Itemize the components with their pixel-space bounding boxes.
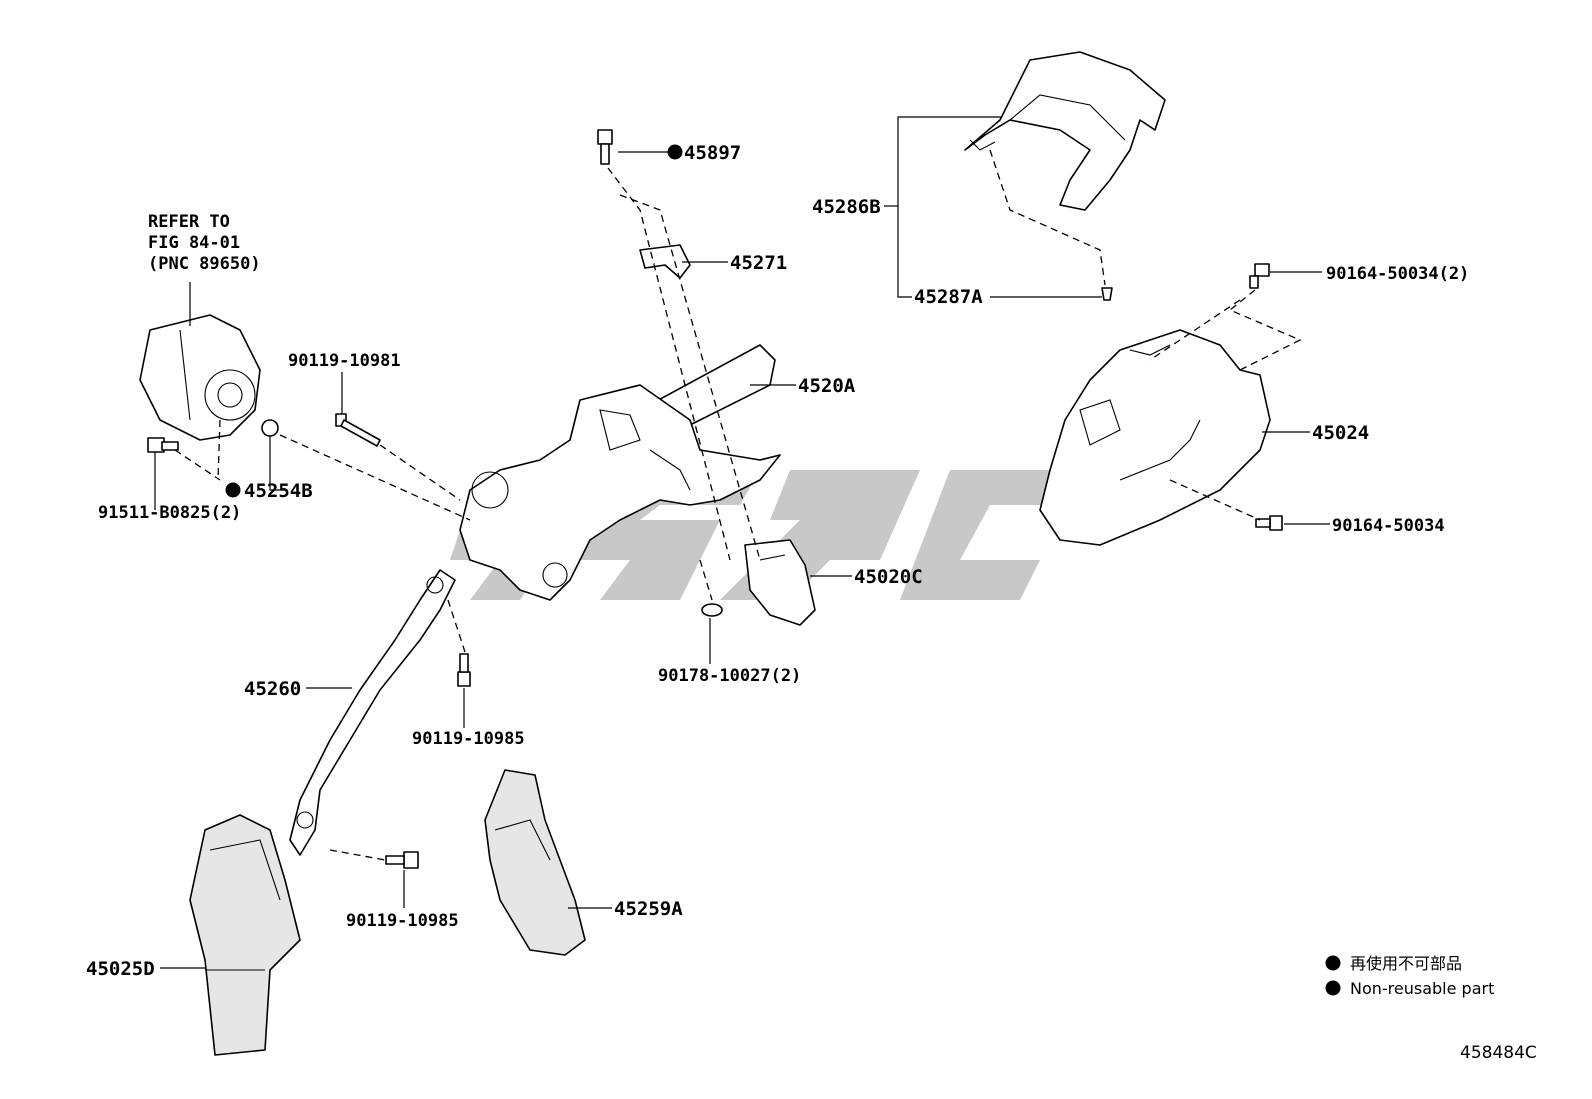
clip-45287a — [1101, 287, 1113, 301]
steering-column-assembly — [459, 344, 781, 601]
label-45286b[interactable]: 45286B — [812, 196, 881, 218]
grommet-90178-10027 — [701, 603, 723, 617]
label-4520a[interactable]: 4520A — [798, 375, 856, 397]
bolt-90119-10985-lower — [385, 851, 419, 869]
bolt-90119-10981 — [335, 413, 381, 447]
label-90164-50034-2[interactable]: 90164-50034(2) — [1326, 264, 1469, 284]
upper-column-cover — [964, 51, 1166, 211]
legend-text-en: Non-reusable part — [1350, 979, 1494, 998]
label-45025d[interactable]: 45025D — [86, 958, 155, 980]
refer-note-line-1: REFER TO — [148, 212, 230, 232]
gear-45254b — [261, 419, 279, 437]
screw-90164-50034-bottom — [1255, 515, 1283, 531]
label-45287a[interactable]: 45287A — [914, 286, 983, 308]
label-45020c[interactable]: 45020C — [854, 566, 923, 588]
refer-note-line-2: FIG 84-01 — [148, 233, 240, 253]
bolt-91511-b0825 — [147, 437, 179, 453]
label-45897[interactable]: 45897 — [684, 142, 741, 164]
label-90119-10985-upper[interactable]: 90119-10985 — [412, 729, 525, 749]
intermediate-shaft — [289, 569, 456, 856]
bolt-90119-10985-upper — [457, 653, 471, 687]
legend-bullet-cn — [1325, 955, 1341, 971]
label-90164-50034[interactable]: 90164-50034 — [1332, 516, 1445, 536]
label-90119-10981[interactable]: 90119-10981 — [288, 351, 401, 371]
screw-90164-50034-top — [1249, 263, 1270, 289]
label-91511-b0825-2[interactable]: 91511-B0825(2) — [98, 503, 241, 523]
label-45024[interactable]: 45024 — [1312, 422, 1369, 444]
leader-lines — [154, 116, 1330, 969]
bolt-45897 — [597, 129, 613, 165]
legend: 再使用不可部品 Non-reusable part — [1325, 954, 1494, 998]
legend-bullet-en — [1325, 980, 1341, 996]
assembly-dashed-lines — [174, 149, 1302, 861]
legend-text-cn: 再使用不可部品 — [1350, 954, 1462, 973]
label-45254b[interactable]: 45254B — [244, 480, 313, 502]
insulator-45259a — [484, 769, 586, 956]
refer-note-line-3: (PNC 89650) — [148, 254, 261, 274]
eps-motor-assembly — [139, 314, 261, 441]
label-90178-10027-2[interactable]: 90178-10027(2) — [658, 666, 801, 686]
label-45259a[interactable]: 45259A — [614, 898, 683, 920]
lower-column-cover — [1039, 329, 1271, 546]
bracket-45020c — [744, 539, 816, 626]
nonreusable-marker-45254b — [225, 482, 241, 498]
column-hole-cover-boot — [189, 814, 301, 1056]
label-45271[interactable]: 45271 — [730, 252, 787, 274]
label-45260[interactable]: 45260 — [244, 678, 301, 700]
label-90119-10985-lower[interactable]: 90119-10985 — [346, 911, 459, 931]
nonreusable-marker-45897 — [667, 144, 683, 160]
figure-id: 458484C — [1460, 1043, 1537, 1063]
